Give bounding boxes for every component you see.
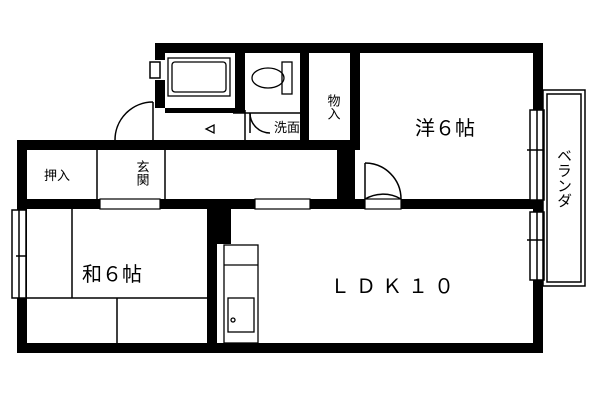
ldk-label: ＬＤＫ１０: [330, 274, 460, 298]
japanese-room-label: 和６帖: [82, 262, 142, 286]
walls: [17, 43, 543, 353]
veranda-label: ベランダ: [555, 148, 573, 208]
western-room-label: 洋６帖: [415, 116, 475, 140]
door-frames: [99, 198, 402, 210]
thin-lines: [27, 101, 402, 343]
toilet-icon: [251, 61, 293, 95]
closet-label: 押入: [44, 169, 70, 184]
entrance-label: 玄関: [134, 160, 150, 187]
bathtub-icon: [167, 57, 231, 97]
sink-icon: [204, 123, 215, 135]
wall-ticks: [16, 149, 543, 257]
veranda: [542, 89, 586, 287]
windows: [11, 61, 545, 299]
storage-label: 物入: [325, 94, 341, 120]
washroom-label: 洗面: [274, 121, 300, 136]
kitchen-counter-icon: [223, 244, 259, 344]
